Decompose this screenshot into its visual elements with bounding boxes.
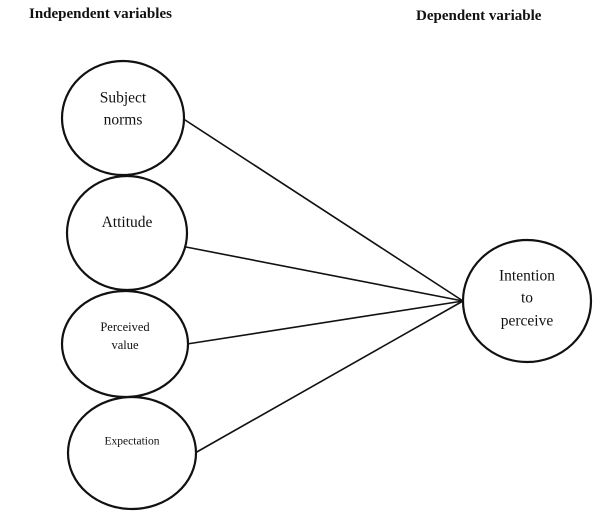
independent-variables-heading: Independent variables <box>29 6 172 22</box>
node-label-line: Attitude <box>101 213 153 231</box>
node-label-subject-norms: Subject norms <box>100 88 147 133</box>
node-label-line: perceive <box>500 312 554 330</box>
dependent-variable-heading: Dependent variable <box>416 8 542 24</box>
node-label-perceived-value: Perceived value <box>100 318 149 354</box>
node-label-line: Intention <box>499 267 555 285</box>
node-label-expectation: Expectation <box>105 434 160 451</box>
node-label-line: Perceived <box>100 319 150 334</box>
node-label-intention-to-perceive: Intention to perceive <box>499 265 555 332</box>
node-expectation <box>66 395 198 511</box>
node-subject-norms <box>60 59 186 177</box>
edge-expectation-to-intention-to-perceive <box>194 300 464 454</box>
node-label-line: Subject <box>99 89 147 107</box>
node-label-line: to <box>520 289 534 307</box>
nodes-layer <box>60 59 593 511</box>
edge-subject-norms-to-intention-to-perceive <box>181 117 464 302</box>
node-label-line: value <box>111 338 139 352</box>
edge-perceived-value-to-intention-to-perceive <box>186 300 464 345</box>
edges-layer <box>181 117 464 454</box>
edge-attitude-to-intention-to-perceive <box>185 246 464 302</box>
node-label-line: norms <box>103 112 143 129</box>
node-label-line: Expectation <box>104 435 160 448</box>
node-label-attitude: Attitude <box>102 212 153 234</box>
node-intention-to-perceive <box>461 238 593 364</box>
